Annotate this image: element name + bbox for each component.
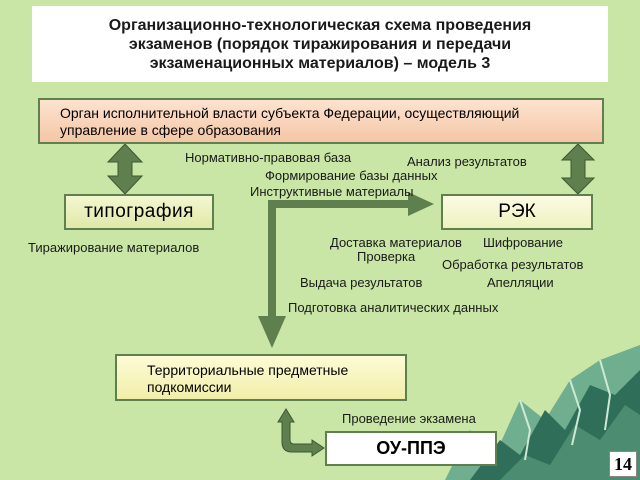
label-dostavka: Доставка материалов xyxy=(330,235,462,250)
label-provedenie: Проведение экзамена xyxy=(342,411,476,426)
label-vydacha: Выдача результатов xyxy=(300,275,423,290)
double-arrow-organ-tipografiya xyxy=(106,143,144,195)
label-apellyatsii: Апелляции xyxy=(487,275,554,290)
label-tirazh: Тиражирование материалов xyxy=(28,240,200,255)
label-formirovanie: Формирование базы данных xyxy=(265,168,438,183)
label-podgotovka: Подготовка аналитических данных xyxy=(288,300,499,315)
rek-box: РЭК xyxy=(441,194,593,230)
organ-executive-box: Орган исполнительной власти субъекта Фед… xyxy=(38,98,604,144)
title-panel: Организационно-технологическая схема про… xyxy=(32,6,608,82)
label-analiz: Анализ результатов xyxy=(407,154,527,169)
slide-title: Организационно-технологическая схема про… xyxy=(108,16,532,72)
label-normativ: Нормативно-правовая база xyxy=(185,150,352,165)
ou-ppe-box: ОУ-ППЭ xyxy=(325,431,497,466)
label-obrabotka: Обработка результатов xyxy=(442,257,584,272)
label-proverka: Проверка xyxy=(357,249,416,264)
label-shifr: Шифрование xyxy=(483,235,563,250)
territorial-subcommittees-box: Территориальные предметные подкомиссии xyxy=(115,354,407,401)
mountain-decoration xyxy=(445,345,640,480)
page-number: 14 xyxy=(609,451,637,477)
double-arrow-organ-rek xyxy=(560,143,596,195)
label-instrukt: Инструктивные материалы xyxy=(250,184,414,199)
flow-arrow-rek-territorial xyxy=(258,192,434,348)
tipografiya-box: типография xyxy=(64,194,214,230)
curved-arrow-territorial-ou xyxy=(277,408,325,457)
